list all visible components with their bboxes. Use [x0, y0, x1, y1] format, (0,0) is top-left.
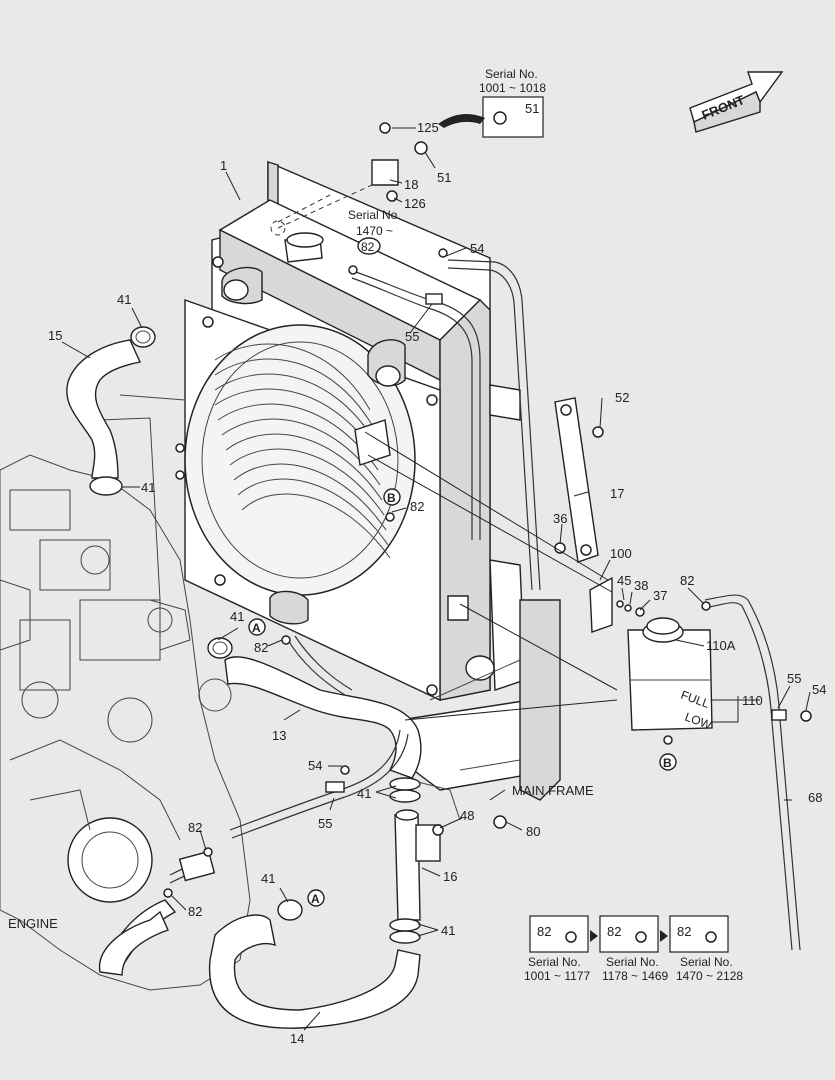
callout-80: 80 — [526, 824, 540, 839]
variant-1-title: Serial No. — [528, 955, 581, 969]
serial-note-mid-range: 1470 ~ — [356, 224, 393, 238]
serial-note-top-title: Serial No. — [485, 67, 538, 81]
callout-82-lower: 82 — [254, 640, 268, 655]
tank-bracket — [589, 576, 613, 633]
callout-41-mid: 41 — [230, 609, 244, 624]
callout-15: 15 — [48, 328, 62, 343]
callout-16: 16 — [443, 869, 457, 884]
stay-rod — [554, 397, 599, 563]
callout-37: 37 — [653, 588, 667, 603]
callout-82-right: 82 — [680, 573, 694, 588]
front-direction-arrow: FRONT — [689, 71, 784, 133]
callout-82-engine-lower: 82 — [188, 904, 202, 919]
callout-38: 38 — [634, 578, 648, 593]
callout-41-top: 41 — [117, 292, 131, 307]
hardware — [163, 122, 812, 898]
callout-52: 52 — [615, 390, 629, 405]
marker-b-tank: B — [663, 756, 672, 770]
variant-3-part: 82 — [677, 924, 691, 939]
serial-variants: 82 82 82 Serial No. 1001 ~ 1177 Serial N… — [524, 915, 743, 983]
variant-2-title: Serial No. — [606, 955, 659, 969]
marker-a-lower: A — [311, 892, 320, 906]
serial-note-mid-part: 82 — [361, 240, 375, 254]
variant-2-part: 82 — [607, 924, 621, 939]
callout-48: 48 — [460, 808, 474, 823]
callout-51: 51 — [437, 170, 451, 185]
callout-17: 17 — [610, 486, 624, 501]
callout-54-right: 54 — [812, 682, 826, 697]
variant-3-title: Serial No. — [680, 955, 733, 969]
callout-13: 13 — [272, 728, 286, 743]
callout-41-left: 41 — [141, 480, 155, 495]
callout-45: 45 — [617, 573, 631, 588]
callout-82-mid: 82 — [410, 499, 424, 514]
engine-label: ENGINE — [8, 916, 58, 931]
serial-note-top: Serial No. 1001 ~ 1018 51 — [438, 67, 546, 138]
variant-1-part: 82 — [537, 924, 551, 939]
callout-126: 126 — [404, 196, 426, 211]
reserve-tank: FULL LOW — [627, 617, 714, 745]
circled-markers: B A B A — [248, 488, 677, 907]
callout-55-top: 55 — [405, 329, 419, 344]
serial-note-mid-title: Serial No. — [348, 208, 401, 222]
serial-note-top-range: 1001 ~ 1018 — [479, 81, 546, 95]
serial-note-top-part: 51 — [525, 101, 539, 116]
serial-note-mid: Serial No. 1470 ~ 82 — [348, 208, 401, 255]
variant-1-range: 1001 ~ 1177 — [524, 969, 591, 983]
hose-clamps — [89, 326, 441, 944]
callout-68: 68 — [808, 790, 822, 805]
callout-41-pipe-top: 41 — [357, 786, 371, 801]
callout-41-pipe-bottom: 41 — [441, 923, 455, 938]
variant-2-range: 1178 ~ 1469 — [602, 969, 669, 983]
callout-36: 36 — [553, 511, 567, 526]
callout-100: 100 — [610, 546, 632, 561]
callout-55-right: 55 — [787, 671, 801, 686]
callout-110a: 110A — [706, 638, 736, 653]
radiator-assembly — [99, 160, 526, 702]
callout-110: 110 — [742, 693, 763, 708]
callout-82-engine-upper: 82 — [188, 820, 202, 835]
leader-lines — [61, 127, 811, 1031]
variant-3-range: 1470 ~ 2128 — [676, 969, 743, 983]
callout-18: 18 — [404, 177, 418, 192]
marker-b-upper: B — [387, 491, 396, 505]
part-callouts: 125 51 18 126 1 54 41 15 55 52 41 17 82 … — [48, 120, 826, 1046]
callout-54-mid: 54 — [308, 758, 322, 773]
callout-55-mid: 55 — [318, 816, 332, 831]
marker-a-left: A — [252, 621, 261, 635]
main-frame-label: MAIN FRAME — [512, 783, 594, 798]
callout-125: 125 — [417, 120, 439, 135]
callout-1: 1 — [220, 158, 227, 173]
callout-41-lower: 41 — [261, 871, 275, 886]
callout-54-top: 54 — [470, 241, 484, 256]
callout-14: 14 — [290, 1031, 304, 1046]
